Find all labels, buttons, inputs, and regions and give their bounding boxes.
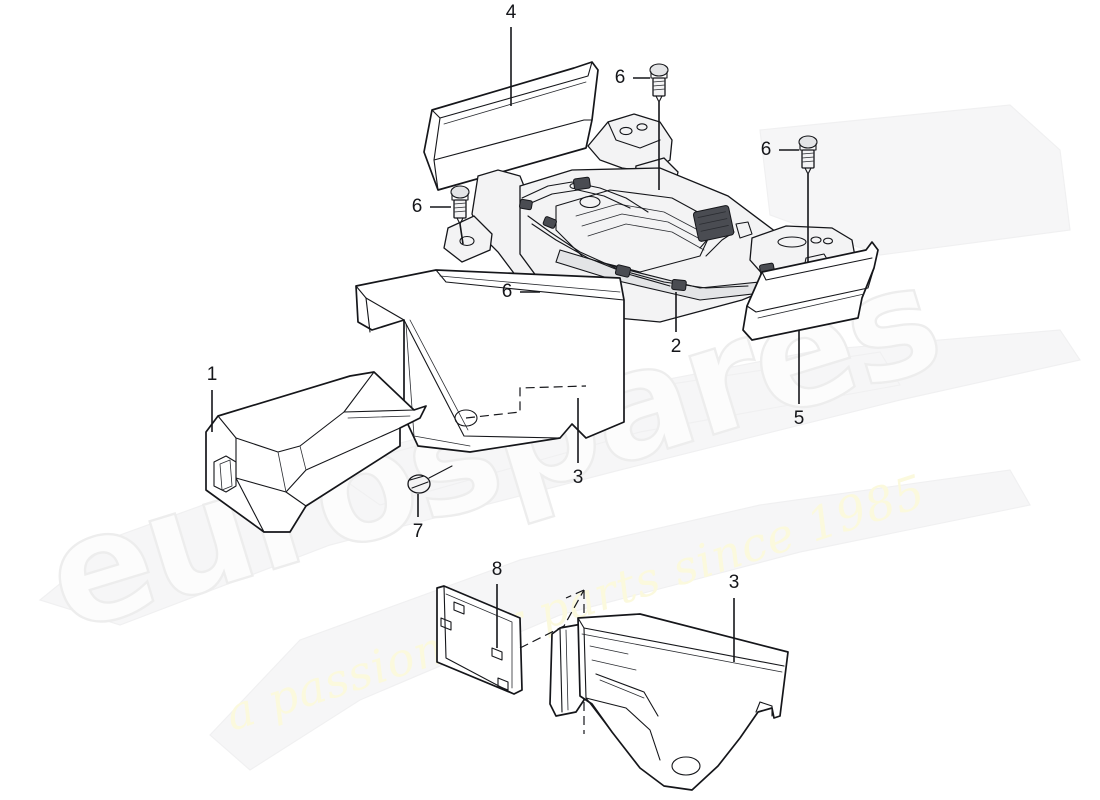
callout-6-b-label: 6 xyxy=(761,139,772,160)
callout-3-lower-label: 3 xyxy=(729,572,740,593)
part-1-storage-tray xyxy=(205,371,427,533)
callout-6-b[interactable]: 6 xyxy=(761,139,799,160)
callout-5[interactable]: 5 xyxy=(794,330,805,429)
callout-8[interactable]: 8 xyxy=(492,559,503,648)
callout-6-c-label: 6 xyxy=(412,196,423,217)
hex-bolt-b xyxy=(798,135,818,262)
callout-7-label: 7 xyxy=(413,521,424,542)
callout-6-d[interactable]: 6 xyxy=(502,281,540,302)
callout-6-d-label: 6 xyxy=(502,281,513,302)
callout-6-a[interactable]: 6 xyxy=(615,67,650,88)
callout-1[interactable]: 1 xyxy=(207,364,218,432)
callout-6-c[interactable]: 6 xyxy=(412,196,451,217)
hex-bolt-a xyxy=(649,63,669,190)
callout-3-middle-label: 3 xyxy=(573,467,584,488)
callout-5-label: 5 xyxy=(794,408,805,429)
callout-3-lower[interactable]: 3 xyxy=(729,572,740,662)
part-2-seat-frame-assembly xyxy=(443,113,857,345)
part-3-trim-panel-lower xyxy=(549,613,789,791)
callout-4-label: 4 xyxy=(506,2,517,23)
callout-1-label: 1 xyxy=(207,364,218,385)
watermark-ghost-body xyxy=(38,104,1081,771)
callout-7[interactable]: 7 xyxy=(413,494,424,542)
callout-6-a-label: 6 xyxy=(615,67,626,88)
callout-4[interactable]: 4 xyxy=(506,2,517,106)
hex-bolt-c xyxy=(450,185,470,245)
callout-2[interactable]: 2 xyxy=(671,292,682,357)
callout-8-label: 8 xyxy=(492,559,503,580)
callouts-layer: 1 2 3 3 4 xyxy=(207,2,805,662)
callout-2-label: 2 xyxy=(671,336,682,357)
callout-3-middle[interactable]: 3 xyxy=(573,398,584,488)
part-7-plug-grommet xyxy=(407,465,453,494)
part-5-side-trim-panel xyxy=(742,241,879,341)
